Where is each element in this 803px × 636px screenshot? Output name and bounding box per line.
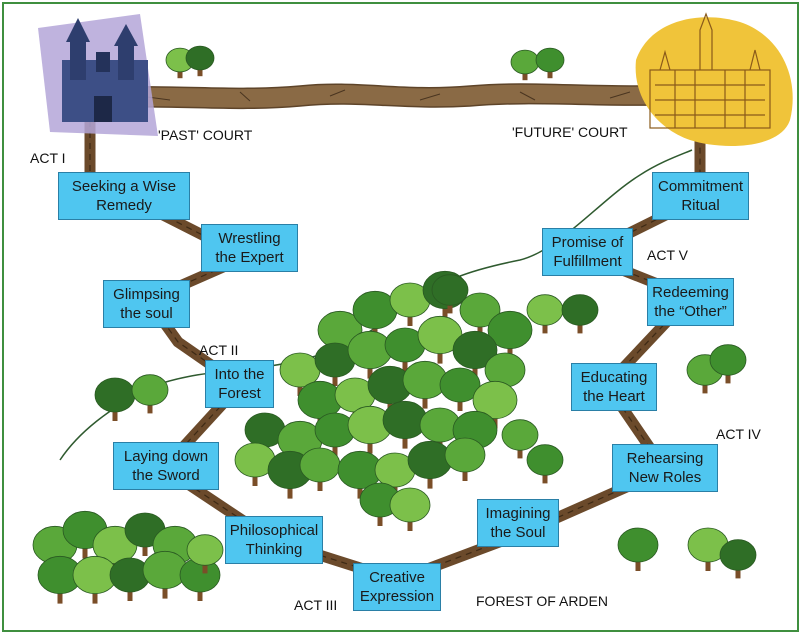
tree-icon [617,527,659,571]
tree-icon [501,419,539,459]
label-act-2: ACT II [199,342,239,358]
tree-icon [459,292,501,336]
tree-icon [94,377,136,421]
tree-icon [526,444,564,484]
label-act-4: ACT IV [716,426,761,442]
step-glimpsing-soul: Glimpsing the soul [103,280,190,328]
tree-icon [389,487,431,531]
tree-icon [407,440,453,489]
tree-icon [535,47,565,79]
castle-future-icon [635,12,793,146]
label-forest-of-arden: FOREST OF ARDEN [476,593,608,609]
label-past-court: 'PAST' COURT [158,127,253,143]
step-rehearsing-roles: Rehearsing New Roles [612,444,718,492]
label-future-court: 'FUTURE' COURT [512,124,628,140]
forest-trees [32,45,757,604]
step-educating-heart: Educating the Heart [571,363,657,411]
tree-icon [719,539,757,579]
label-act-1: ACT I [30,150,66,166]
step-redeeming-other: Redeeming the “Other” [647,278,734,326]
step-commitment-ritual: Commitment Ritual [652,172,749,220]
tree-icon [299,447,341,491]
step-laying-down-sword: Laying down the Sword [113,442,219,490]
tree-icon [389,282,431,326]
tree-icon [185,45,215,77]
tree-icon [709,344,747,384]
step-seeking-remedy: Seeking a Wise Remedy [58,172,190,220]
tree-icon [186,534,224,574]
tree-icon [431,274,469,314]
tree-icon [487,310,533,359]
step-philosophical-thinking: Philosophical Thinking [225,516,323,564]
tree-icon [561,294,599,334]
step-imagining-soul: Imagining the Soul [477,499,559,547]
tree-icon [510,49,540,81]
tree-icon [131,374,169,414]
step-wrestling-expert: Wrestling the Expert [201,224,298,272]
label-act-5: ACT V [647,247,688,263]
step-creative-expression: Creative Expression [353,563,441,611]
top-road [99,83,701,110]
tree-icon [452,330,498,379]
tree-icon [444,437,486,481]
label-act-3: ACT III [294,597,338,613]
tree-icon [439,367,481,411]
castle-past-icon [38,14,158,136]
tree-icon [526,294,564,334]
step-promise-fulfillment: Promise of Fulfillment [542,228,633,276]
tree-icon [472,380,518,429]
step-into-forest: Into the Forest [205,360,274,408]
